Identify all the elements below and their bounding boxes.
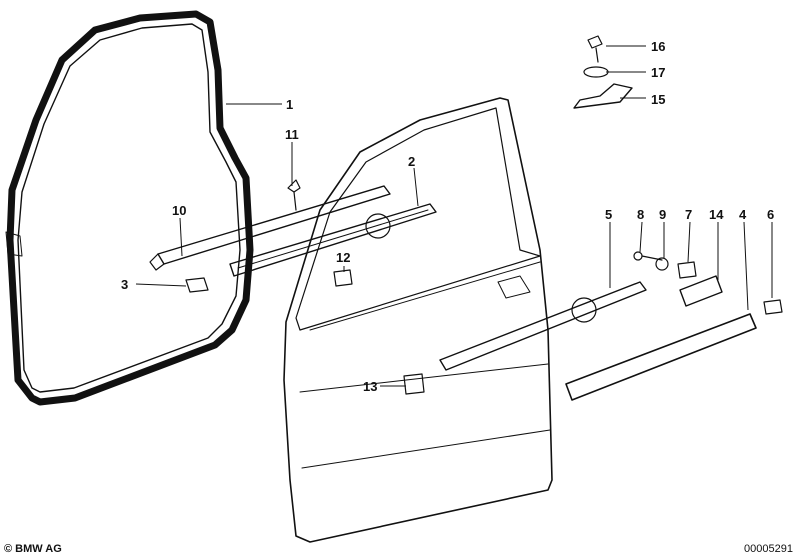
callout-14: 14 [709, 207, 724, 222]
callout-12: 12 [336, 250, 350, 265]
leader-lines [135, 45, 773, 387]
screw-part-11 [287, 179, 301, 211]
door-shell [283, 97, 553, 543]
callout-15: 15 [651, 92, 665, 107]
clip-part-12 [333, 269, 353, 287]
callout-5: 5 [605, 207, 612, 222]
callout-3: 3 [121, 277, 128, 292]
clip-part-3 [185, 277, 209, 293]
callout-13: 13 [363, 379, 377, 394]
copyright-notice: © BMW AG [4, 543, 62, 555]
end-clip-part-6 [763, 299, 783, 315]
callout-6: 6 [767, 207, 774, 222]
callout-8: 8 [637, 207, 644, 222]
callout-17: 17 [651, 65, 665, 80]
washer-part-9 [655, 257, 669, 271]
screw-part-8 [633, 251, 663, 261]
lower-window-strip-part [439, 281, 647, 371]
callout-1: 1 [286, 97, 293, 112]
window-guide-rail-part [149, 185, 391, 271]
clip-part-7 [677, 261, 697, 279]
screw-part-16 [587, 35, 603, 63]
callout-9: 9 [659, 207, 666, 222]
bracket-part-14 [679, 275, 723, 307]
callout-16: 16 [651, 39, 665, 54]
callout-4: 4 [739, 207, 747, 222]
washer-part-17 [583, 66, 609, 78]
callout-2: 2 [408, 154, 415, 169]
clip-part-13 [403, 373, 425, 395]
window-channel-strip-part [229, 203, 437, 277]
bracket-part-15 [573, 83, 633, 109]
callout-10: 10 [172, 203, 186, 218]
door-seal-part [5, 10, 254, 406]
document-number: 00005291 [744, 543, 793, 555]
callout-7: 7 [685, 207, 692, 222]
callout-11: 11 [285, 127, 299, 142]
sill-trim-part [565, 313, 757, 401]
